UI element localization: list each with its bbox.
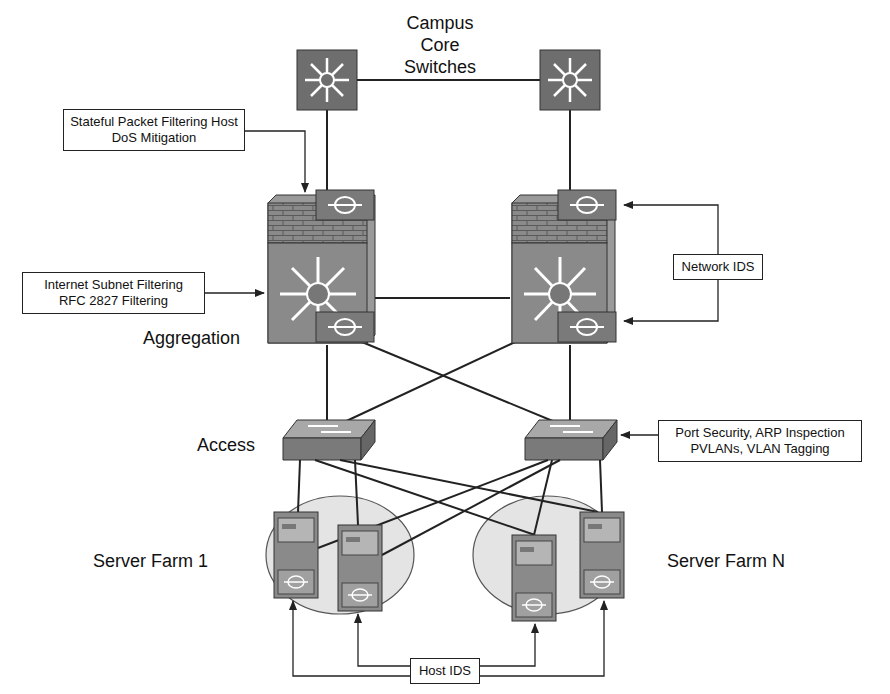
callout-text: Port Security, ARP Inspection PVLANs, VL… [665,425,855,457]
callout-box: Stateful Packet Filtering Host DoS Mitig… [63,109,245,151]
server-farm: Server Farm 1 [265,495,415,615]
callout-text: Host IDS [417,663,473,679]
callout-text: Stateful Packet Filtering Host DoS Mitig… [70,114,238,146]
callout-box: Port Security, ARP Inspection PVLANs, VL… [658,420,862,462]
farm-ellipse [472,495,622,615]
callout-box: Network IDS [673,254,763,280]
layer-label: Aggregation [143,327,273,349]
callout-box: Internet Subnet Filtering RFC 2827 Filte… [22,272,205,314]
server-farm: Server Farm N [472,495,622,615]
farm-label: Server Farm 1 [93,551,208,572]
farm-ellipse [265,495,415,615]
farm-label: Server Farm N [667,551,785,572]
layer-label: Access [197,434,287,456]
callout-text: Network IDS [680,259,756,275]
core-title: Campus Core Switches [385,12,495,78]
callout-box: Host IDS [410,658,480,684]
callout-text: Internet Subnet Filtering RFC 2827 Filte… [29,277,198,309]
